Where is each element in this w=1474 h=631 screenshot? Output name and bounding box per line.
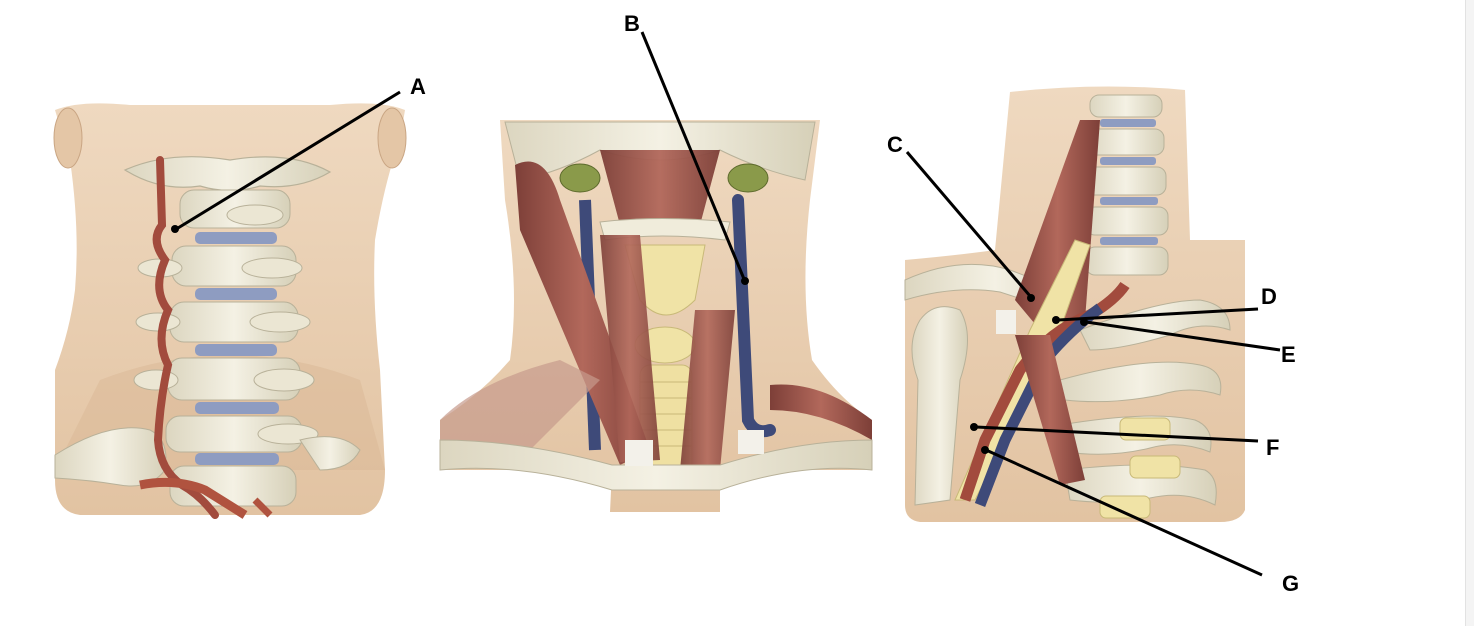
right-omohyoid (770, 384, 872, 440)
lateral-cervical-spine (1085, 94, 1169, 276)
subclavian-artery (139, 477, 248, 519)
panel-lateral-neck (904, 86, 1245, 522)
first-rib-right (299, 436, 361, 471)
scm-tendon (625, 440, 653, 466)
label-a: A (410, 74, 426, 99)
label-g: G (1282, 571, 1299, 596)
leader-f-dot (970, 423, 978, 431)
internal-jugular-vein-right (732, 194, 776, 438)
artery-branch (252, 497, 273, 518)
right-strap-muscles (680, 310, 735, 470)
suprahyoid-muscles (600, 150, 720, 225)
leader-d (1057, 307, 1259, 322)
scm-tendon-right (738, 430, 764, 454)
label-c: C (887, 132, 903, 157)
left-strap-muscles (600, 235, 660, 462)
label-f: F (1266, 435, 1279, 460)
leader-e-dot (1080, 318, 1088, 326)
vertical-scrollbar[interactable] (1465, 0, 1474, 626)
leader-a (177, 90, 401, 230)
left-submandibular-gland (559, 163, 601, 193)
leader-d-dot (1052, 316, 1060, 324)
panel-posterior-neck (53, 103, 407, 519)
pectoralis-minor (1015, 335, 1085, 485)
leader-lines (171, 31, 1281, 577)
humerus (911, 306, 968, 506)
clavicles (439, 439, 873, 491)
leader-e (1085, 320, 1281, 352)
leader-f (975, 425, 1259, 443)
left-ear (53, 107, 83, 169)
right-submandibular-gland (727, 163, 769, 193)
right-ear (377, 107, 407, 169)
pectoralis-tendon (996, 310, 1016, 334)
labels: A B C D E F G (410, 11, 1299, 596)
leader-c (905, 151, 1032, 297)
leader-g (985, 448, 1263, 577)
label-e: E (1281, 342, 1296, 367)
leader-a-dot (171, 225, 179, 233)
leader-b-dot (741, 277, 749, 285)
label-d: D (1261, 284, 1277, 309)
label-b: B (624, 11, 640, 36)
left-platysma (440, 360, 600, 460)
leader-g-dot (981, 446, 989, 454)
leader-b (640, 31, 746, 280)
leader-c-dot (1027, 294, 1035, 302)
panel-anterior-neck (439, 120, 873, 512)
